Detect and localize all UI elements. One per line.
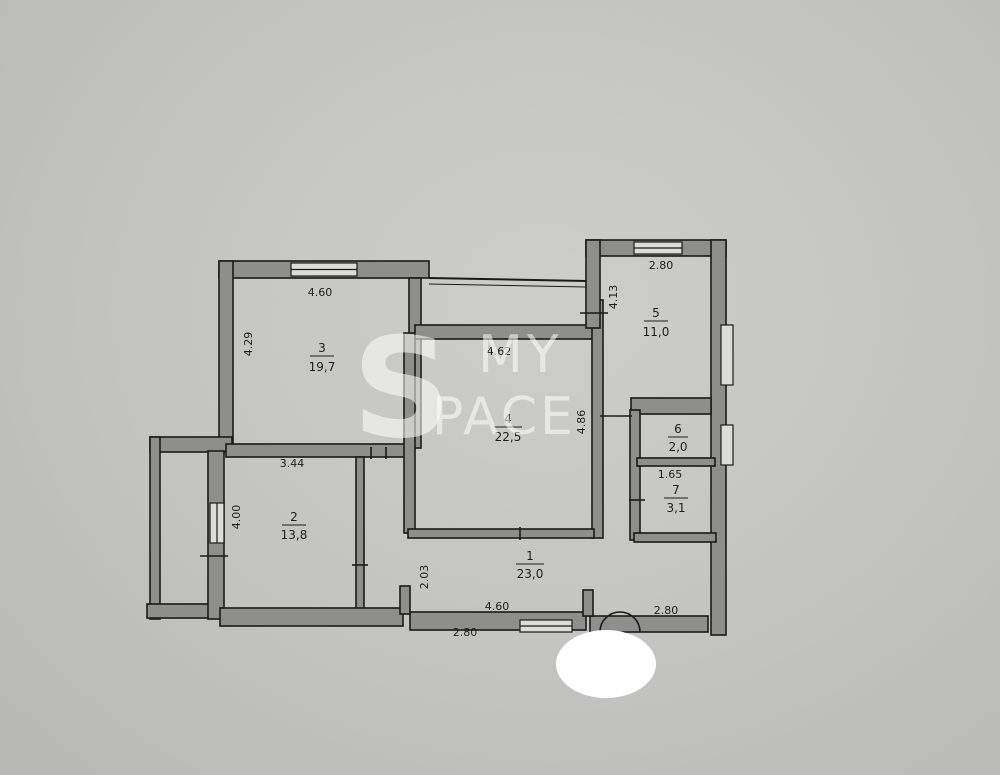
- room-number: 6: [674, 422, 682, 436]
- wall-post-b: [582, 589, 594, 617]
- room-number: 2: [290, 510, 298, 524]
- wall-room4-bottom: [407, 528, 595, 539]
- window-kitchen: [633, 241, 683, 255]
- window-right-1: [720, 324, 734, 386]
- room-area: 3,1: [666, 501, 685, 515]
- dim-room3-height: 4.29: [242, 332, 255, 357]
- room-7: 7 3,1: [664, 483, 688, 515]
- room-number: 4: [504, 412, 512, 426]
- room-6: 6 2,0: [668, 422, 688, 454]
- loggia-edge: [428, 277, 587, 288]
- room-3: 3 19,7: [309, 341, 336, 374]
- wall-kitchen-left: [585, 239, 601, 329]
- wall-bath6-left: [629, 409, 641, 541]
- room-area: 22,5: [495, 430, 522, 444]
- watermark-line1: MY: [478, 325, 563, 385]
- wall-balcony-left: [149, 436, 161, 620]
- redaction-blob: [556, 630, 656, 698]
- wall-left-outer: [218, 260, 234, 452]
- room-2: 2 13,8: [281, 510, 308, 542]
- dim-corridor-height: 2.03: [418, 565, 431, 590]
- dim-room5-width: 2.80: [649, 259, 674, 272]
- dimension-labels: 4.60 4.29 3.44 4.00 4.62 4.86 2.80 4.13 …: [230, 259, 682, 639]
- window-bottom: [519, 619, 573, 633]
- watermark: S MY PACE: [352, 308, 576, 469]
- room-1: 1 23,0: [516, 549, 544, 581]
- dim-bottom-mid: 4.60: [485, 600, 510, 613]
- dim-outer-bottom: 2.80: [453, 626, 478, 639]
- room-4: 4 22,5: [494, 412, 522, 444]
- wall-bottom-right: [589, 615, 709, 633]
- watermark-letter: S: [352, 308, 451, 469]
- room-labels: 3 19,7 2 13,8 4 22,5 5 11,0 6 2,0 7 3,1: [281, 306, 688, 581]
- entry-door-arc: [599, 611, 641, 633]
- room-area: 23,0: [517, 567, 544, 581]
- window-right-2: [720, 424, 734, 466]
- wall-bath6-bottom: [636, 457, 716, 467]
- room-number: 7: [672, 483, 680, 497]
- window-room2: [209, 502, 225, 544]
- room-area: 13,8: [281, 528, 308, 542]
- room-number: 3: [318, 341, 326, 355]
- dim-room5-height: 4.13: [607, 285, 620, 310]
- wall-balcony-top: [149, 436, 233, 453]
- wall-kitchen-bottom: [630, 397, 712, 415]
- wall-bottom-left: [219, 607, 404, 627]
- dim-room3-width: 4.60: [308, 286, 333, 299]
- room-area: 19,7: [309, 360, 336, 374]
- dim-bottom-right: 2.80: [654, 604, 679, 617]
- watermark-line2: PACE: [432, 387, 576, 447]
- room-number: 1: [526, 549, 534, 563]
- door-marks: [200, 312, 645, 633]
- wall-room2-right: [355, 456, 365, 610]
- dim-room2-height: 4.00: [230, 505, 243, 530]
- room-5: 5 11,0: [643, 306, 670, 339]
- wall-room4-right: [591, 299, 604, 539]
- wall-post-a: [399, 585, 411, 615]
- dim-room4-width: 4.62: [487, 345, 512, 358]
- window-room3: [290, 262, 358, 277]
- room-area: 11,0: [643, 325, 670, 339]
- windows: [209, 241, 734, 633]
- wall-bath7-bottom: [633, 532, 717, 543]
- dim-room4-height: 4.86: [575, 410, 588, 435]
- dim-room2-width: 3.44: [280, 457, 305, 470]
- dim-room7-width: 1.65: [658, 468, 683, 481]
- room-area: 2,0: [668, 440, 687, 454]
- room-number: 5: [652, 306, 660, 320]
